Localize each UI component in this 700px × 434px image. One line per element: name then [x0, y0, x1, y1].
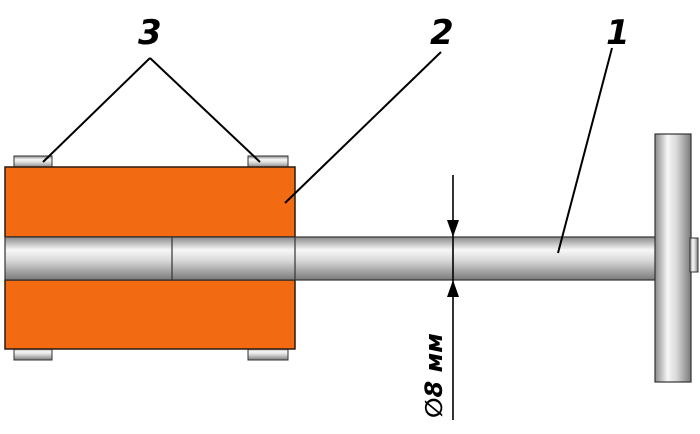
callout-3: 3 — [138, 13, 162, 53]
shaft — [4, 236, 658, 281]
leader-shaft — [557, 47, 613, 254]
dimension-label: ∅8 мм — [420, 333, 448, 418]
callout-2: 2 — [430, 13, 454, 53]
leader-pads-left — [42, 57, 151, 163]
leader-block — [284, 51, 442, 204]
pad-bottom-left — [13, 347, 53, 361]
t-handle — [654, 133, 692, 383]
block-lower-half — [4, 279, 296, 350]
leader-pads-right — [149, 57, 261, 163]
handle-pin — [689, 237, 699, 273]
pad-bottom-right — [247, 347, 289, 361]
dimension-arrow-top — [447, 220, 459, 237]
block-upper-half — [4, 166, 296, 238]
pad-top-right — [247, 155, 289, 169]
dimension-arrow-bottom — [447, 280, 459, 297]
callout-1: 1 — [606, 13, 630, 53]
